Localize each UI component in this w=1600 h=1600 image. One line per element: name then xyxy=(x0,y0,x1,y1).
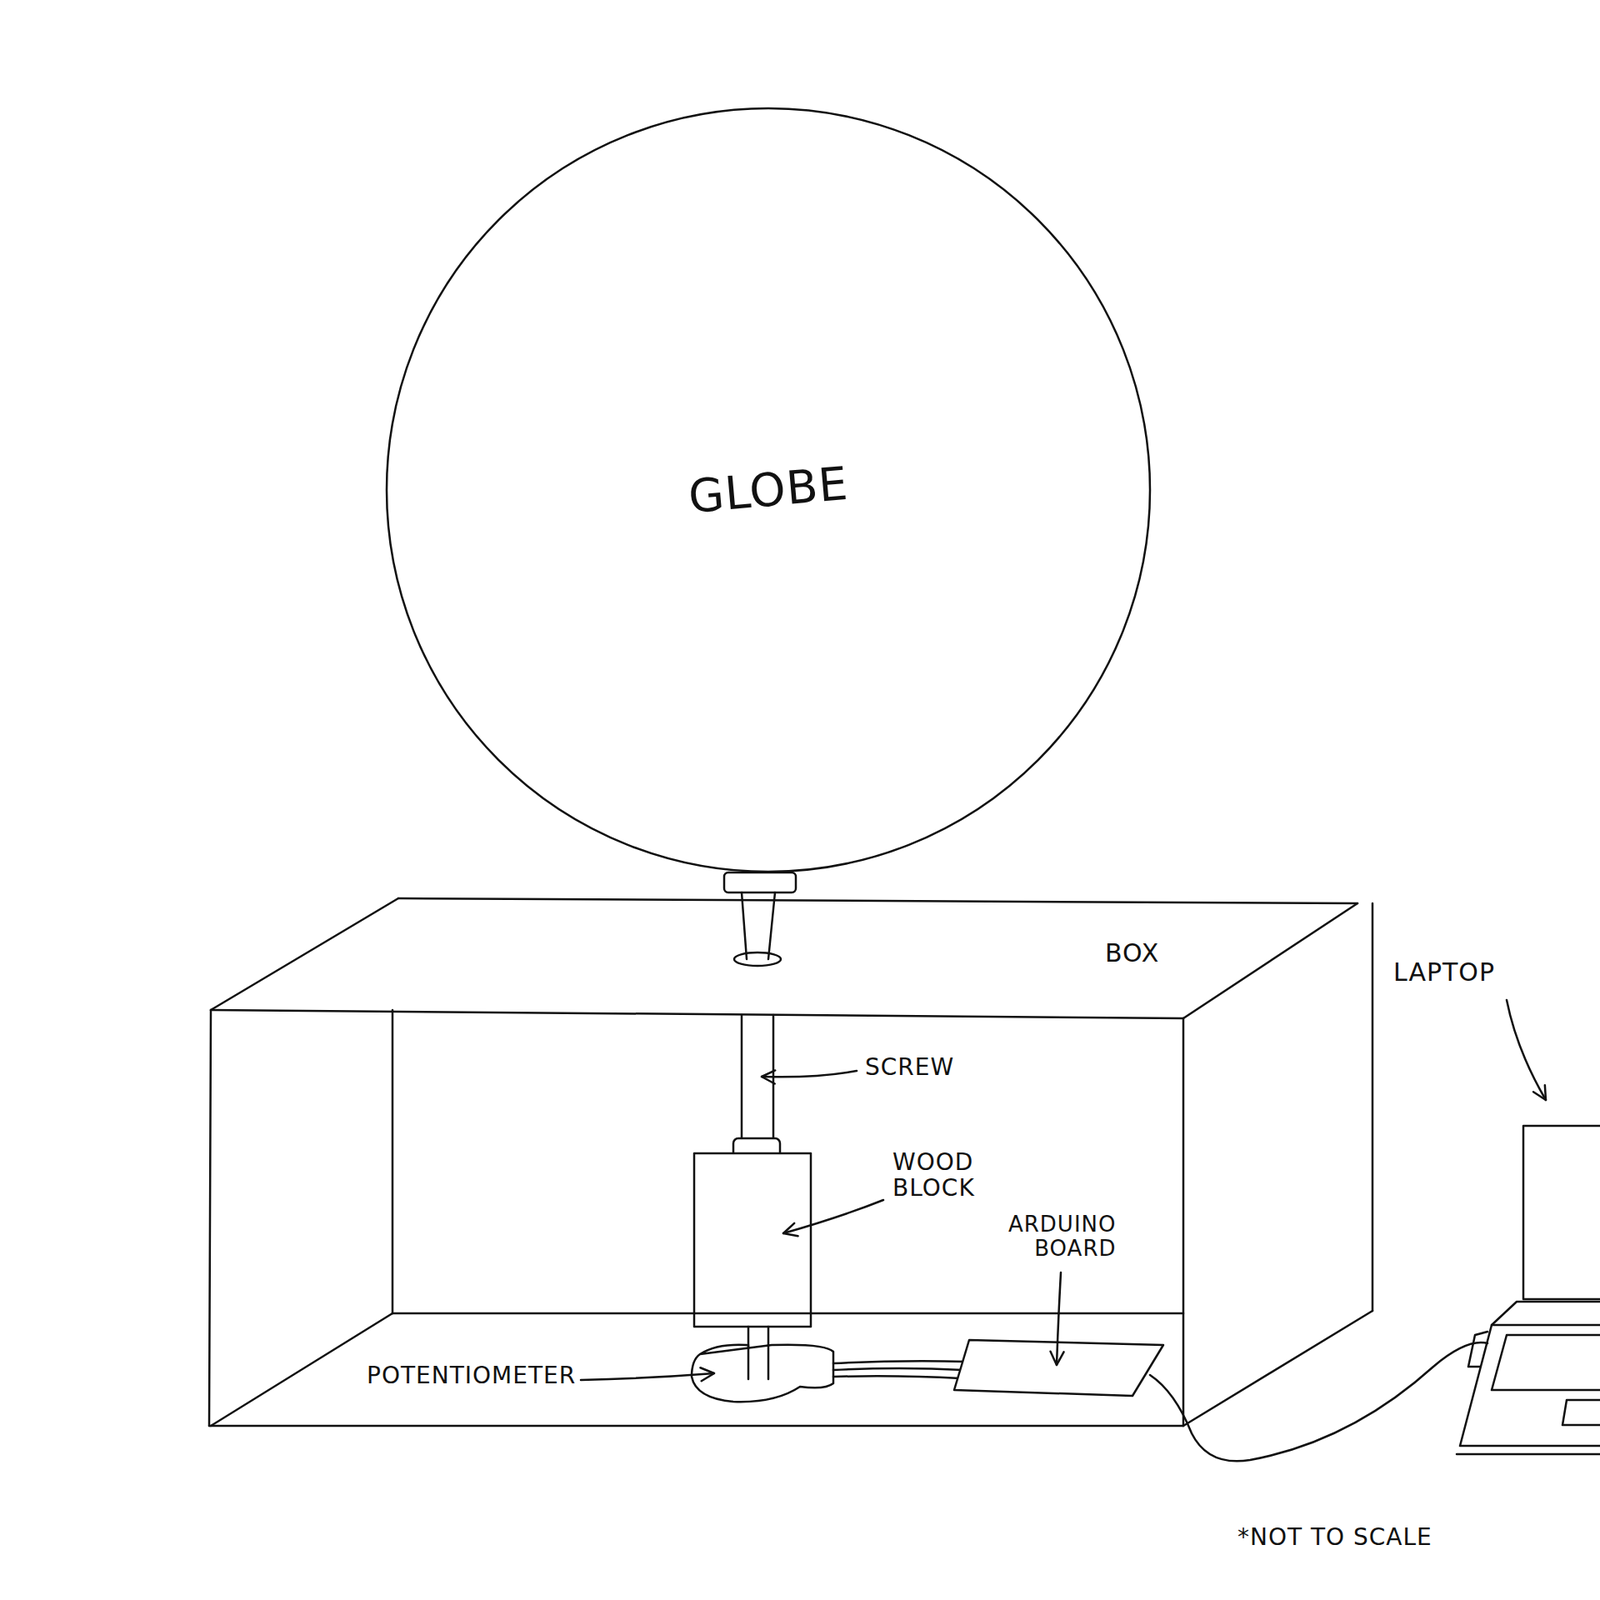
usb-cable xyxy=(1150,1342,1488,1461)
wood-block xyxy=(694,1153,811,1327)
part-label: ARDUINO BOARD xyxy=(1008,1212,1116,1260)
globe-label: GLOBE xyxy=(686,456,851,524)
leader-line xyxy=(1506,1000,1546,1100)
part-label: WOOD BLOCK xyxy=(892,1150,975,1202)
screw-upper xyxy=(741,892,775,960)
leader-line xyxy=(1056,1272,1061,1365)
box-label: BOX xyxy=(1105,938,1160,968)
leader-line xyxy=(761,1070,857,1077)
leader-line xyxy=(580,1373,715,1380)
part-label: LAPTOP xyxy=(1393,958,1495,986)
laptop xyxy=(1456,1125,1600,1455)
wires xyxy=(833,1360,967,1379)
box-hole xyxy=(734,952,781,966)
part-label: *NOT TO SCALE xyxy=(1237,1525,1433,1551)
box-shape xyxy=(210,898,1373,1426)
arduino-board xyxy=(954,1340,1164,1396)
potentiometer-shaft xyxy=(748,1345,769,1380)
globe-circle: GLOBE xyxy=(385,106,1152,874)
box-outline: BOX xyxy=(210,898,1373,1426)
globe-mount xyxy=(724,872,796,893)
leader-line xyxy=(783,1200,884,1234)
part-label: SCREW xyxy=(865,1055,955,1081)
part-label: POTENTIOMETER xyxy=(366,1363,576,1390)
